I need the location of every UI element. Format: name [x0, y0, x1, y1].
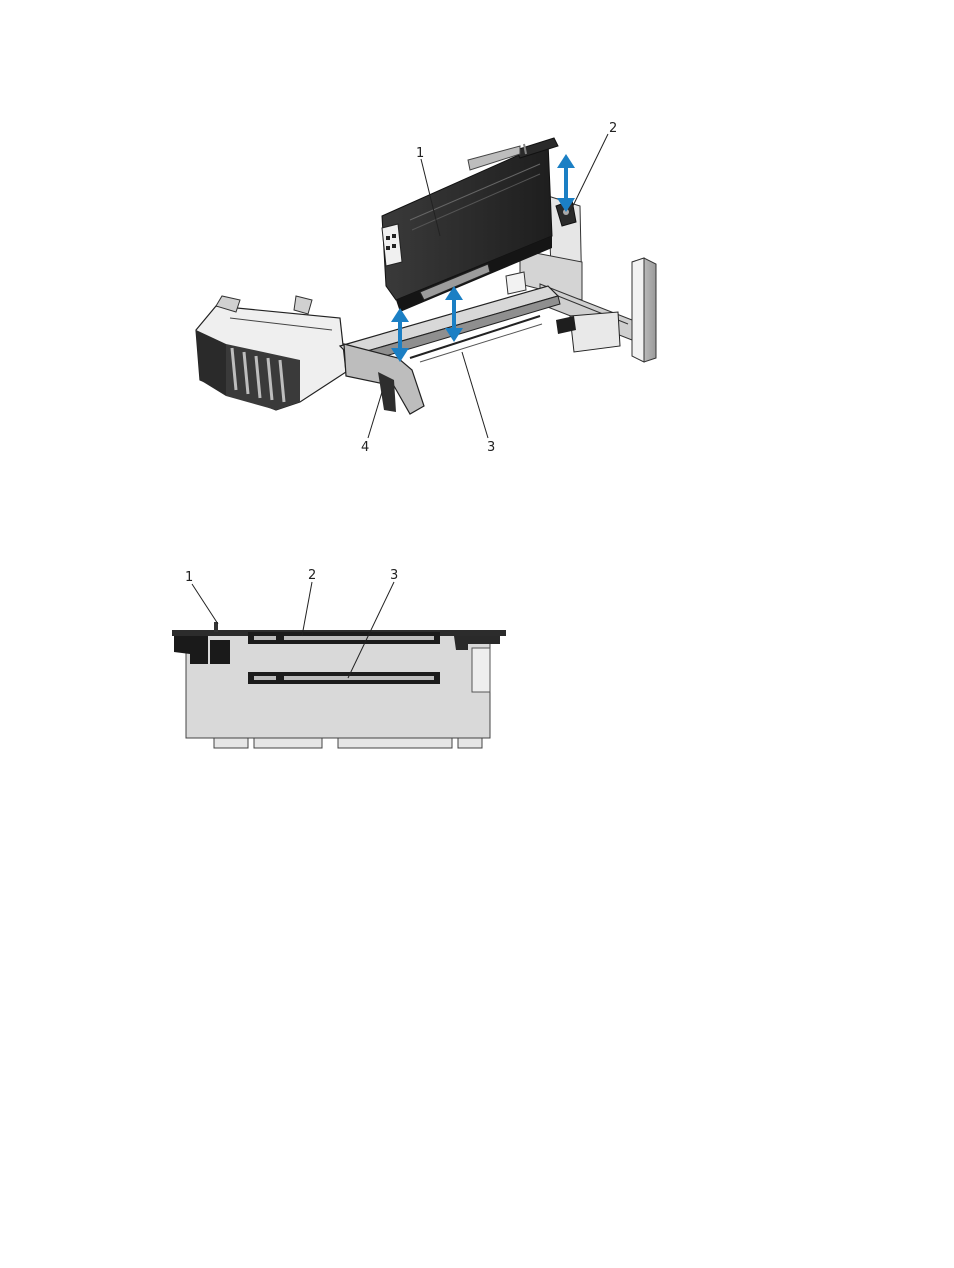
riser-board: [172, 622, 506, 748]
top-diagram: 1 2 3 4: [0, 0, 954, 470]
pcie-slot-upper: [248, 632, 440, 644]
callout-leaders-bottom: [192, 582, 394, 678]
riser-card: [340, 286, 560, 414]
callout-1: 1: [185, 570, 193, 585]
callout-2: 2: [609, 121, 617, 136]
callout-2: 2: [308, 568, 316, 583]
heatsink-shroud: [196, 296, 346, 410]
callout-1: 1: [416, 146, 424, 161]
pcie-slot-lower: [248, 672, 440, 684]
chassis-bracket-right: [632, 258, 656, 362]
callout-3: 3: [390, 568, 398, 583]
callout-3: 3: [487, 440, 495, 455]
callout-4: 4: [361, 440, 369, 455]
